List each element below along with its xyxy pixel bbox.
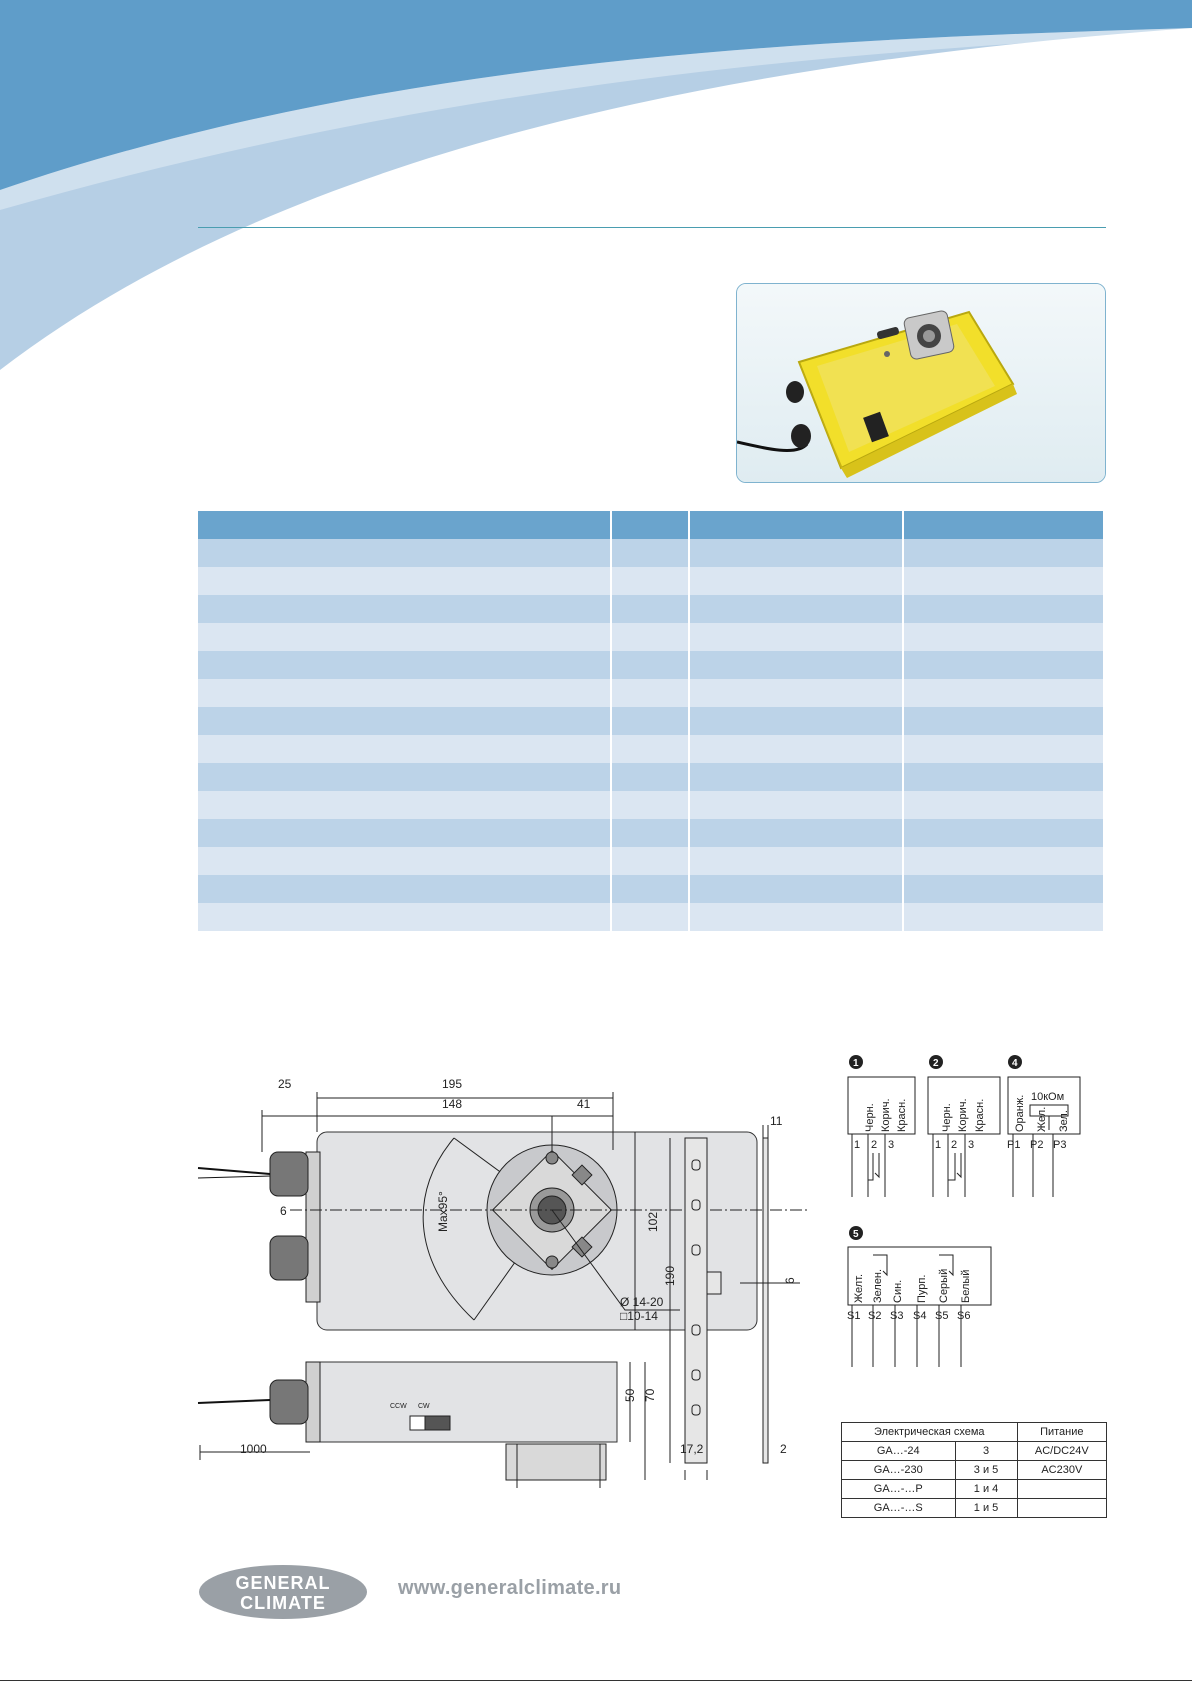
legend-row: GA…-230 3 и 5 AC230V bbox=[841, 1460, 1108, 1480]
legend-scheme: 3 bbox=[954, 1441, 1018, 1461]
d5-term-2: S2 bbox=[868, 1310, 881, 1322]
logo-line-1: GENERAL bbox=[235, 1573, 330, 1593]
table-row bbox=[198, 595, 1103, 623]
d5-wire-3: Син. bbox=[892, 1280, 904, 1303]
legend-scheme: 1 и 5 bbox=[954, 1498, 1018, 1518]
d4-term-2: P2 bbox=[1030, 1139, 1043, 1151]
badge-1: 1 bbox=[853, 1058, 859, 1069]
footer-rule bbox=[0, 1680, 1192, 1681]
d4-wire-1: Оранж. bbox=[1014, 1095, 1026, 1132]
legend-power: AC230V bbox=[1016, 1460, 1108, 1480]
d5-wire-1: Желт. bbox=[853, 1274, 865, 1303]
dim-17-2: 17,2 bbox=[680, 1442, 704, 1456]
d4-resistor: 10кОм bbox=[1031, 1091, 1064, 1103]
label-cw: CW bbox=[418, 1403, 430, 1410]
table-header-row bbox=[198, 511, 1103, 539]
table-row bbox=[198, 903, 1103, 931]
d5-term-5: S5 bbox=[935, 1310, 948, 1322]
d5-term-6: S6 bbox=[957, 1310, 970, 1322]
legend-header-power: Питание bbox=[1016, 1422, 1108, 1442]
table-row bbox=[198, 623, 1103, 651]
badge-5: 5 bbox=[853, 1229, 859, 1240]
table-row bbox=[198, 763, 1103, 791]
label-ccw: CCW bbox=[390, 1403, 407, 1410]
dim-50: 50 bbox=[623, 1388, 637, 1402]
d2-term-2: 2 bbox=[951, 1139, 957, 1151]
dim-shaft-square: □10-14 bbox=[620, 1309, 658, 1323]
d4-term-1: P1 bbox=[1007, 1139, 1020, 1151]
specifications-table bbox=[198, 511, 1103, 931]
legend-scheme: 3 и 5 bbox=[954, 1460, 1018, 1480]
legend-header-scheme: Электрическая схема bbox=[841, 1422, 1018, 1442]
table-row bbox=[198, 847, 1103, 875]
general-climate-logo: GENERAL CLIMATE bbox=[199, 1565, 367, 1619]
dim-41: 41 bbox=[577, 1097, 591, 1111]
dim-102: 102 bbox=[646, 1212, 660, 1232]
d1-wire-1: Черн. bbox=[864, 1103, 876, 1132]
wiring-legend-table: Электрическая схема Питание GA…-24 3 AC/… bbox=[841, 1422, 1108, 1518]
d2-wire-1: Черн. bbox=[941, 1103, 953, 1132]
dimension-drawings: 25 195 148 41 6 Max95° 102 Ø 14-20 □10-1… bbox=[197, 1077, 810, 1488]
d1-wire-2: Корич. bbox=[880, 1098, 892, 1132]
dim-1000: 1000 bbox=[240, 1442, 267, 1456]
wiring-diagrams: 1 2 4 5 Черн. Корич. Красн. 1 2 3 Черн. … bbox=[847, 1055, 1081, 1367]
d5-term-3: S3 bbox=[890, 1310, 903, 1322]
dim-6: 6 bbox=[280, 1204, 287, 1218]
dim-70: 70 bbox=[643, 1388, 657, 1402]
legend-row: GA…-…P 1 и 4 bbox=[841, 1479, 1108, 1499]
legend-scheme: 1 и 4 bbox=[954, 1479, 1018, 1499]
table-row bbox=[198, 679, 1103, 707]
header-wave bbox=[0, 0, 1192, 370]
logo-line-2: CLIMATE bbox=[240, 1593, 326, 1613]
table-row bbox=[198, 707, 1103, 735]
legend-row: GA…-24 3 AC/DC24V bbox=[841, 1441, 1108, 1461]
d2-wire-3: Красн. bbox=[974, 1099, 986, 1132]
d4-term-3: P3 bbox=[1053, 1139, 1066, 1151]
legend-row: GA…-…S 1 и 5 bbox=[841, 1498, 1108, 1518]
dim-25: 25 bbox=[278, 1077, 292, 1091]
d4-wire-3: Зел. bbox=[1058, 1110, 1070, 1132]
dim-max95: Max95° bbox=[436, 1191, 450, 1232]
website-url[interactable]: www.generalclimate.ru bbox=[398, 1577, 622, 1599]
d2-term-1: 1 bbox=[935, 1139, 941, 1151]
d5-wire-4: Пурп. bbox=[916, 1275, 928, 1303]
header-rule bbox=[198, 227, 1106, 228]
dim-shaft-round: Ø 14-20 bbox=[620, 1295, 664, 1309]
d1-wire-3: Красн. bbox=[896, 1099, 908, 1132]
legend-model: GA…-…P bbox=[841, 1479, 956, 1499]
d1-term-3: 3 bbox=[888, 1139, 894, 1151]
table-row bbox=[198, 735, 1103, 763]
table-row bbox=[198, 819, 1103, 847]
legend-power bbox=[1016, 1479, 1108, 1499]
legend-model: GA…-…S bbox=[841, 1498, 956, 1518]
table-row bbox=[198, 791, 1103, 819]
dim-195: 195 bbox=[442, 1077, 462, 1091]
table-row bbox=[198, 539, 1103, 567]
legend-model: GA…-24 bbox=[841, 1441, 956, 1461]
badge-2: 2 bbox=[933, 1058, 939, 1069]
d5-wire-2: Зелен. bbox=[872, 1269, 884, 1303]
dim-11: 11 bbox=[770, 1114, 783, 1128]
d1-term-1: 1 bbox=[854, 1139, 860, 1151]
d2-term-3: 3 bbox=[968, 1139, 974, 1151]
table-row bbox=[198, 567, 1103, 595]
legend-power: AC/DC24V bbox=[1016, 1441, 1108, 1461]
d2-wire-2: Корич. bbox=[957, 1098, 969, 1132]
legend-model: GA…-230 bbox=[841, 1460, 956, 1480]
dim-2: 2 bbox=[780, 1442, 787, 1456]
d4-wire-2: Жел. bbox=[1036, 1107, 1048, 1132]
legend-power bbox=[1016, 1498, 1108, 1518]
table-row bbox=[198, 651, 1103, 679]
badge-4: 4 bbox=[1012, 1058, 1018, 1069]
d5-wire-6: Белый bbox=[960, 1270, 972, 1303]
dim-6b: 6 bbox=[783, 1277, 797, 1284]
dim-148: 148 bbox=[442, 1097, 462, 1111]
d5-term-4: S4 bbox=[913, 1310, 926, 1322]
product-photo bbox=[736, 283, 1106, 483]
table-row bbox=[198, 875, 1103, 903]
d5-term-1: S1 bbox=[847, 1310, 860, 1322]
d5-wire-5: Серый bbox=[938, 1269, 950, 1303]
d1-term-2: 2 bbox=[871, 1139, 877, 1151]
dim-190: 190 bbox=[663, 1266, 677, 1286]
